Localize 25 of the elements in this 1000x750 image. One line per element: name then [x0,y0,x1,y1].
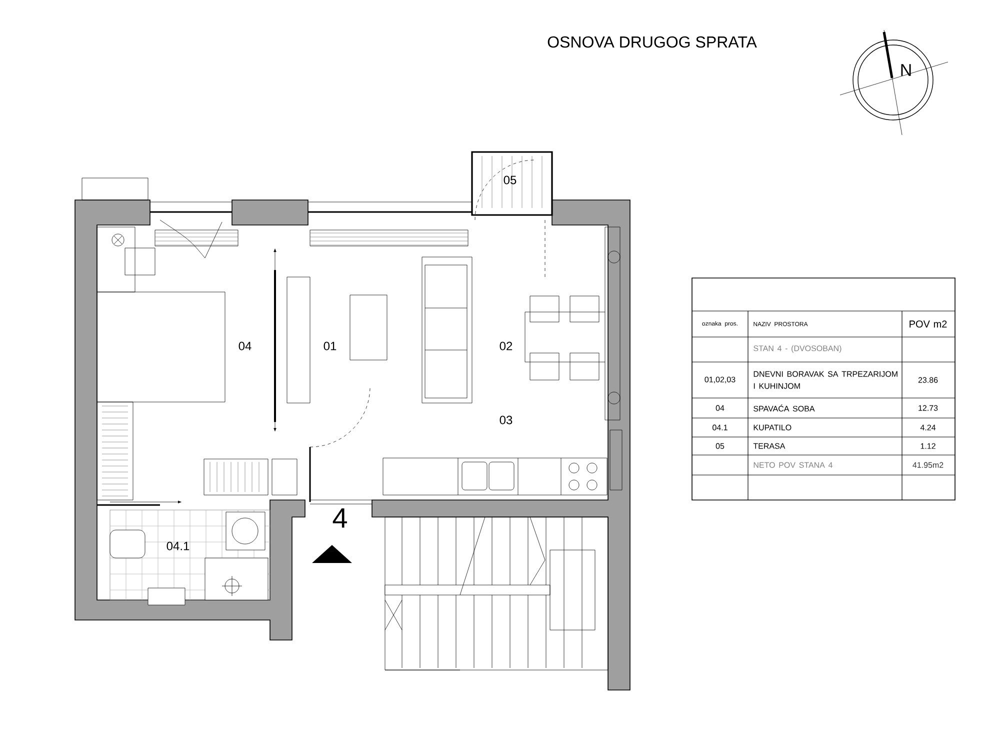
table-text: 41.95m2 [912,462,944,468]
table-text: DNEVNI BORAVAK SA TRPEZARIJOM I KUHINJOM [754,371,898,389]
room-number: 03 [500,416,512,424]
table-text: 12.73 [918,405,938,411]
table-text: STAN 4 - (DVOSOBAN) [754,345,842,353]
table-text: 04 [716,405,724,411]
table-text: TERASA [753,443,786,449]
table-text: 04.1 [712,424,728,430]
room-number: 01 [324,342,336,350]
table-text: 05 [716,443,724,449]
table-text: NETO POV STANA 4 [754,462,832,468]
table-text: SPAVAĆA SOBA [754,404,815,412]
room-number: 05 [504,176,516,184]
north-label: N [901,64,911,76]
table-text: 01,02,03 [704,376,736,384]
table-text: 4.24 [920,424,936,430]
apartment-number: 4 [332,508,347,528]
table-text: 1.12 [920,443,936,449]
room-number: 04 [238,342,252,350]
table-text: KUPATILO [754,424,792,430]
table-text: 23.86 [918,377,938,383]
table-text: POV m2 [910,320,947,328]
title: OSNOVA DRUGOG SPRATA [548,36,757,48]
room-number: 02 [500,342,512,350]
room-number: 04.1 [166,542,190,550]
